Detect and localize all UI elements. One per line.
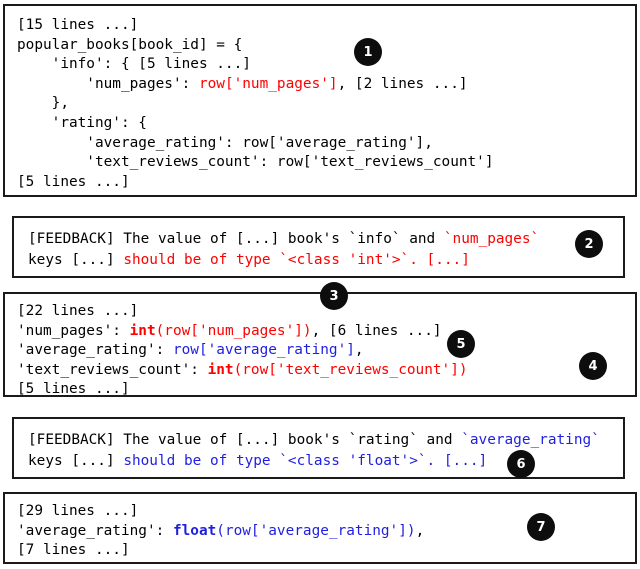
code-span: 'num_pages': — [17, 322, 130, 339]
code-span: 'average_rating': — [17, 342, 173, 359]
code-span: row['average_rating'] — [172, 342, 355, 359]
step-badge-6: 6 — [507, 450, 535, 478]
code-block-1-line-5: }, — [17, 94, 494, 114]
step-badge-4: 4 — [579, 352, 607, 380]
step-badge-1: 1 — [354, 38, 382, 66]
code-span: }, — [17, 95, 69, 112]
code-block-1-line-1: [15 lines ...] — [17, 16, 494, 36]
code-span: 'num_pages': — [17, 75, 199, 92]
code-block-2-line-3: 'average_rating': row['average_rating'], — [17, 341, 468, 361]
code-span: row['num_pages'] — [198, 75, 338, 92]
code-span: keys [...] — [28, 252, 124, 268]
code-block-2-line-1: [22 lines ...] — [17, 302, 468, 322]
feedback-block-2: [FEEDBACK] The value of [...] book's `ra… — [12, 417, 625, 479]
step-badge-2: 2 — [575, 230, 603, 258]
code-block-2-line-2: 'num_pages': int(row['num_pages']), [6 l… — [17, 322, 468, 342]
code-span: 'rating': { — [17, 114, 147, 131]
code-span: , — [354, 342, 364, 359]
code-block-1-line-7: 'average_rating': row['average_rating'], — [17, 134, 494, 154]
step-badge-3: 3 — [320, 282, 348, 310]
code-block-1: [15 lines ...] popular_books[book_id] = {… — [3, 4, 637, 197]
code-span: `average_rating` — [461, 432, 600, 448]
step-badge-7: 7 — [527, 513, 555, 541]
code-block-1-line-4: 'num_pages': row['num_pages'], [2 lines … — [17, 75, 494, 95]
code-span: [15 lines ...] — [17, 17, 139, 33]
code-span: [22 lines ...] — [17, 303, 139, 319]
code-span: 'text_reviews_count': row['text_reviews_… — [17, 154, 494, 171]
code-span: `num_pages` — [443, 231, 540, 247]
code-block-1-line-3: 'info': { [5 lines ...] — [17, 55, 494, 75]
code-span: [29 lines ...] — [17, 503, 139, 519]
code-block-1-line-8: 'text_reviews_count': row['text_reviews_… — [17, 153, 494, 173]
code-span: float — [172, 522, 217, 539]
code-span: 'average_rating': row['average_rating'], — [17, 134, 433, 151]
code-span: [5 lines ...] — [17, 173, 130, 190]
code-span: (row['average_rating']) — [216, 522, 416, 539]
code-span: 'text_reviews_count': — [17, 361, 208, 378]
code-block-3-line-1: [29 lines ...] — [17, 502, 424, 522]
code-span: int — [207, 361, 234, 378]
code-span: (row['num_pages']) — [155, 322, 312, 339]
feedback-block-2-line-1: [FEEDBACK] The value of [...] book's `ra… — [28, 430, 600, 451]
code-block-1-line-2: popular_books[book_id] = { — [17, 36, 494, 56]
code-block-1-line-9: [5 lines ...] — [17, 173, 494, 193]
feedback-block-2-body: [FEEDBACK] The value of [...] book's `ra… — [28, 430, 600, 472]
code-block-2-line-5: [5 lines ...] — [17, 380, 468, 400]
code-block-3-body: [29 lines ...] 'average_rating': float(ro… — [17, 502, 424, 561]
code-span: should be of type `<class 'float'>`. [..… — [123, 453, 488, 469]
feedback-block-1-line-2: keys [...] should be of type `<class 'in… — [28, 250, 539, 271]
code-span: keys [...] — [28, 453, 124, 469]
code-span: (row['text_reviews_count']) — [233, 361, 468, 378]
feedback-block-1: [FEEDBACK] The value of [...] book's `in… — [12, 216, 625, 278]
feedback-block-1-line-1: [FEEDBACK] The value of [...] book's `in… — [28, 229, 539, 250]
step-badge-5: 5 — [447, 330, 475, 358]
code-span: [7 lines ...] — [17, 542, 130, 559]
code-span: 'average_rating': — [17, 522, 173, 539]
code-span: [5 lines ...] — [17, 381, 130, 398]
code-span: [FEEDBACK] The value of [...] book's `in… — [28, 231, 444, 247]
code-block-2-body: [22 lines ...]'num_pages': int(row['num_… — [17, 302, 468, 400]
code-span: popular_books[book_id] = { — [17, 36, 243, 53]
code-block-1-line-6: 'rating': { — [17, 114, 494, 134]
code-span: , — [415, 522, 425, 539]
code-block-2-line-4: 'text_reviews_count': int(row['text_revi… — [17, 361, 468, 381]
feedback-block-1-body: [FEEDBACK] The value of [...] book's `in… — [28, 229, 539, 271]
feedback-block-2-line-2: keys [...] should be of type `<class 'fl… — [28, 451, 600, 472]
code-span: , [2 lines ...] — [337, 75, 468, 92]
code-block-3-line-2: 'average_rating': float(row['average_rat… — [17, 522, 424, 542]
code-span: 'info': { [5 lines ...] — [17, 56, 251, 73]
code-block-1-body: [15 lines ...] popular_books[book_id] = {… — [17, 16, 494, 192]
code-span: int — [129, 322, 156, 339]
code-span: should be of type `<class 'int'>`. [...] — [123, 252, 470, 268]
code-block-2: [22 lines ...]'num_pages': int(row['num_… — [3, 292, 637, 397]
code-block-3-line-3: [7 lines ...] — [17, 541, 424, 561]
code-span: , [6 lines ...] — [311, 322, 442, 339]
code-span: [FEEDBACK] The value of [...] book's `ra… — [28, 432, 462, 448]
